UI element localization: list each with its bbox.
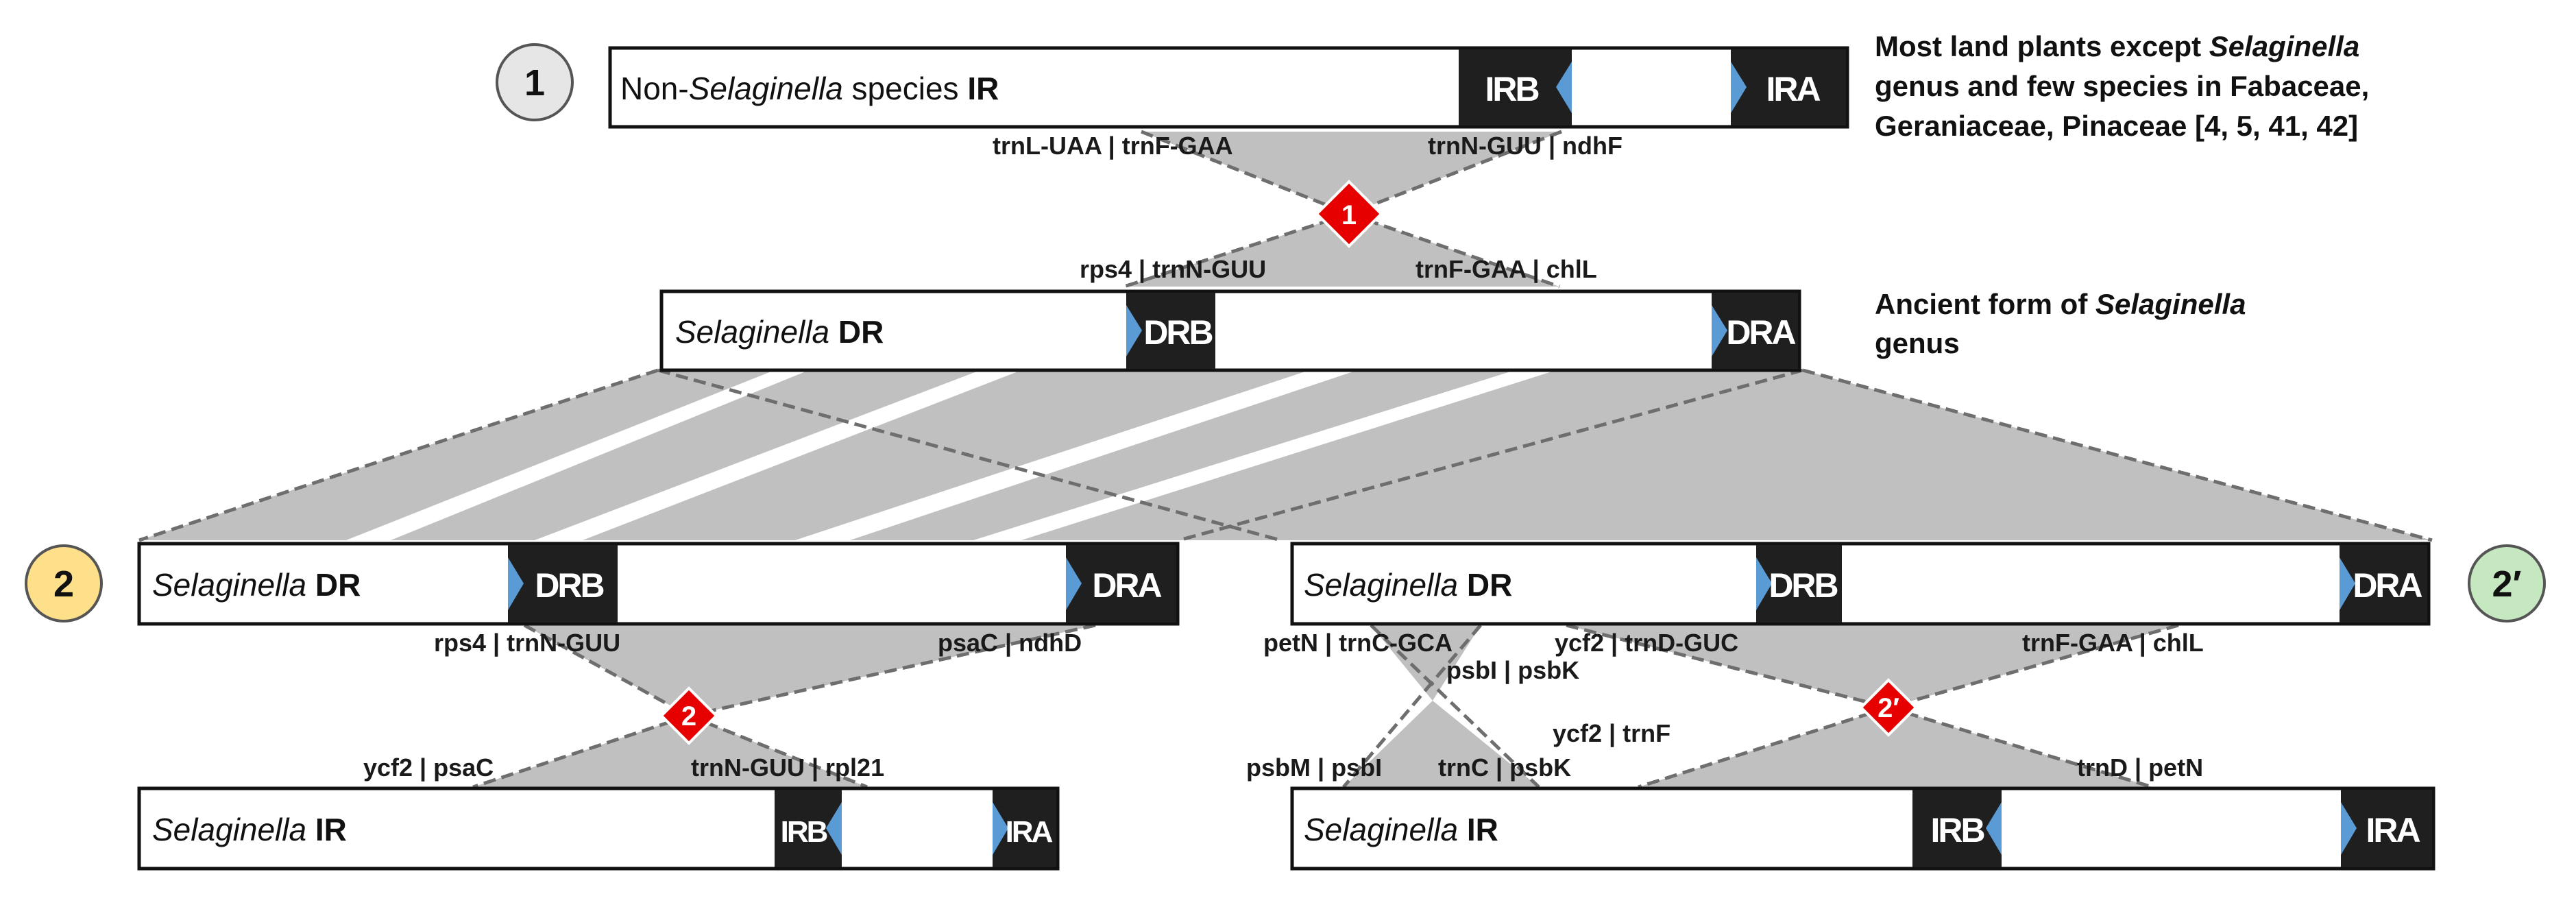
gene-label: psaC | ndhD [938, 629, 1082, 657]
gene-label: psbI | psbK [1446, 656, 1579, 685]
gene-label: trnN-GUU | rpl21 [691, 753, 884, 782]
svg-text:2: 2 [681, 701, 696, 731]
gene-label: trnF-GAA | chlL [1415, 255, 1597, 284]
gene-label: rps4 | trnN-GUU [1080, 255, 1266, 284]
svg-text:genus and few species in Fabac: genus and few species in Fabaceae, [1875, 70, 2369, 102]
svg-text:1: 1 [1341, 200, 1357, 230]
circle-1: 1 [496, 43, 574, 121]
gene-label: trnL-UAA | trnF-GAA [993, 132, 1233, 160]
gene-label: trnN-GUU | ndhF [1428, 132, 1623, 160]
shade-rightdr-x-bottom [1344, 701, 1539, 787]
arrow-left-icon [826, 802, 842, 855]
arrow-right-icon [1731, 62, 1747, 113]
segment-ira-label: IRA [1006, 815, 1053, 849]
segment-ira-label: IRA [2366, 811, 2420, 849]
arrow-left-icon [1556, 62, 1572, 113]
gene-label: ycf2 | trnF [1553, 719, 1670, 748]
gene-label: trnC | psbK [1438, 753, 1571, 782]
svg-text:2′: 2′ [2492, 564, 2522, 605]
segment-irb-label: IRB [781, 815, 827, 849]
bar-label-ancient: Selaginella DR [675, 314, 884, 350]
gene-label: petN | trnC-GCA [1263, 629, 1453, 657]
bar-left-selaginella-ir: Selaginella IR IRB IRA [137, 786, 1060, 871]
shade-rightdr-to-diamond2p [1566, 625, 2178, 708]
bar-right-selaginella-dr: Selaginella DR DRB DRA [1290, 542, 2431, 626]
gene-label: ycf2 | trnD-GUC [1555, 629, 1738, 657]
diamond-2: 2 [659, 686, 718, 745]
segment-dra-label: DRA [2353, 566, 2422, 605]
band-gap-4 [973, 370, 1556, 540]
band-gap-2 [535, 370, 1021, 540]
segment-dra-label: DRA [1726, 313, 1795, 352]
arrow-right-icon [2340, 557, 2355, 610]
gene-label: rps4 | trnN-GUU [434, 629, 620, 657]
bar-right-selaginella-ir: Selaginella IR IRB IRA [1290, 786, 2435, 871]
svg-text:1: 1 [524, 62, 545, 104]
bar-non-selaginella-ir: Non-Selaginella species IR IRB IRA [608, 46, 1849, 129]
arrow-right-icon [1756, 557, 1772, 610]
shade-rightdr-x-top [1371, 625, 1481, 701]
arrow-right-icon [993, 802, 1008, 855]
gene-label: ycf2 | psaC [363, 753, 494, 782]
segment-ira-label: IRA [1766, 70, 1820, 108]
note-ancient: Ancient form of Selaginella genus [1875, 288, 2246, 359]
bar-label-top: Non-Selaginella species IR [620, 71, 999, 106]
shaded-regions [139, 132, 2432, 787]
arrow-right-icon [1126, 305, 1142, 356]
shade-top-to-diamond1 [1141, 132, 1562, 214]
bar-left-selaginella-dr: Selaginella DR DRB DRA [137, 542, 1180, 626]
shade-leftdr-to-diamond2 [524, 625, 1095, 716]
segment-drb-label: DRB [535, 566, 603, 605]
arrow-right-icon [508, 557, 524, 610]
diamond-1: 1 [1315, 180, 1383, 248]
svg-text:Geraniaceae, Pinaceae [4, 5, 4: Geraniaceae, Pinaceae [4, 5, 41, 42] [1875, 110, 2358, 142]
bar-label-right-dr: Selaginella DR [1304, 567, 1512, 603]
arrow-right-icon [1712, 305, 1727, 356]
gene-label: trnF-GAA | chlL [2022, 629, 2204, 657]
gene-label: trnD | petN [2077, 753, 2203, 782]
circle-2: 2 [25, 544, 103, 622]
gene-label: psbM | psbI [1246, 753, 1382, 782]
band-gap-1 [346, 370, 809, 540]
segment-drb-label: DRB [1769, 566, 1837, 605]
svg-text:2′: 2′ [1878, 693, 1899, 723]
shade-diamond2p-to-rightir [1638, 708, 2152, 787]
svg-text:genus: genus [1875, 327, 1960, 359]
segment-irb-label: IRB [1485, 70, 1538, 108]
dashed-lines [138, 130, 2433, 789]
note-top: Most land plants except Selaginella genu… [1875, 30, 2369, 142]
svg-text:Most land plants except Selagi: Most land plants except Selaginella [1875, 30, 2359, 62]
arrow-left-icon [1986, 802, 2002, 855]
shade-diamond2-to-leftir [473, 716, 867, 787]
band-gap-3 [795, 370, 1357, 540]
segment-irb-label: IRB [1930, 811, 1984, 849]
bar-label-left-ir: Selaginella IR [152, 812, 347, 847]
shade-diamond1-to-ancient [1124, 214, 1559, 287]
gene-labels: trnL-UAA | trnF-GAA trnN-GUU | ndhF rps4… [363, 132, 2204, 782]
diamond-2-prime: 2′ [1859, 678, 1918, 737]
segment-drb-label: DRB [1143, 313, 1212, 352]
bar-label-right-ir: Selaginella IR [1304, 812, 1498, 847]
bar-label-left-dr: Selaginella DR [152, 567, 361, 603]
arrow-right-icon [1066, 557, 1082, 610]
arrow-right-icon [2341, 802, 2357, 855]
svg-text:Ancient form of Selaginella: Ancient form of Selaginella [1875, 288, 2246, 320]
circle-2-prime: 2′ [2468, 544, 2546, 622]
svg-text:2: 2 [53, 564, 74, 605]
segment-dra-label: DRA [1092, 566, 1161, 605]
bar-ancient-selaginella-dr: Selaginella DR DRB DRA [659, 289, 1801, 372]
